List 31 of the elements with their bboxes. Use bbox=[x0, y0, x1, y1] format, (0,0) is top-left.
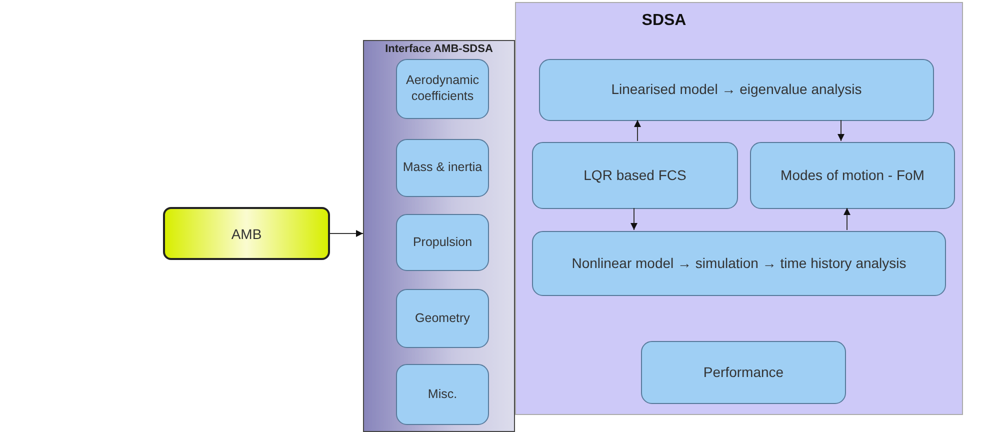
box-label: Aerodynamic coefficients bbox=[405, 73, 480, 105]
process-box bbox=[396, 139, 489, 197]
sdsa-panel bbox=[515, 2, 963, 415]
process-box bbox=[396, 289, 489, 348]
process-box bbox=[532, 142, 738, 209]
panel-heading: Interface AMB-SDSA bbox=[384, 43, 494, 55]
box-label: Mass & inertia bbox=[402, 160, 484, 176]
arrow bbox=[634, 120, 641, 142]
box-label: AMB bbox=[231, 226, 262, 242]
process-box bbox=[532, 231, 946, 296]
arrow bbox=[838, 120, 844, 142]
process-box bbox=[539, 59, 934, 121]
box-label: Geometry bbox=[414, 310, 471, 326]
arrow bbox=[844, 208, 850, 230]
process-box bbox=[396, 59, 489, 119]
box-label: Performance bbox=[702, 364, 785, 382]
arrow bbox=[330, 230, 364, 237]
process-box bbox=[396, 214, 489, 271]
arrow bbox=[630, 208, 638, 230]
process-box bbox=[750, 142, 955, 209]
box-label: Modes of motion - FoM bbox=[780, 166, 926, 184]
source-box bbox=[163, 207, 330, 260]
box-label: Propulsion bbox=[412, 234, 474, 250]
process-box bbox=[396, 364, 489, 425]
box-label: Linearised model → eigenvalue analysis bbox=[610, 81, 863, 99]
box-label: LQR based FCS bbox=[582, 166, 688, 184]
process-box bbox=[641, 341, 846, 404]
box-label: Nonlinear model → simulation → time history analysis bbox=[570, 254, 908, 272]
box-label: Misc. bbox=[426, 386, 458, 402]
interface-panel bbox=[363, 40, 515, 432]
panel-heading: SDSA bbox=[640, 12, 688, 30]
